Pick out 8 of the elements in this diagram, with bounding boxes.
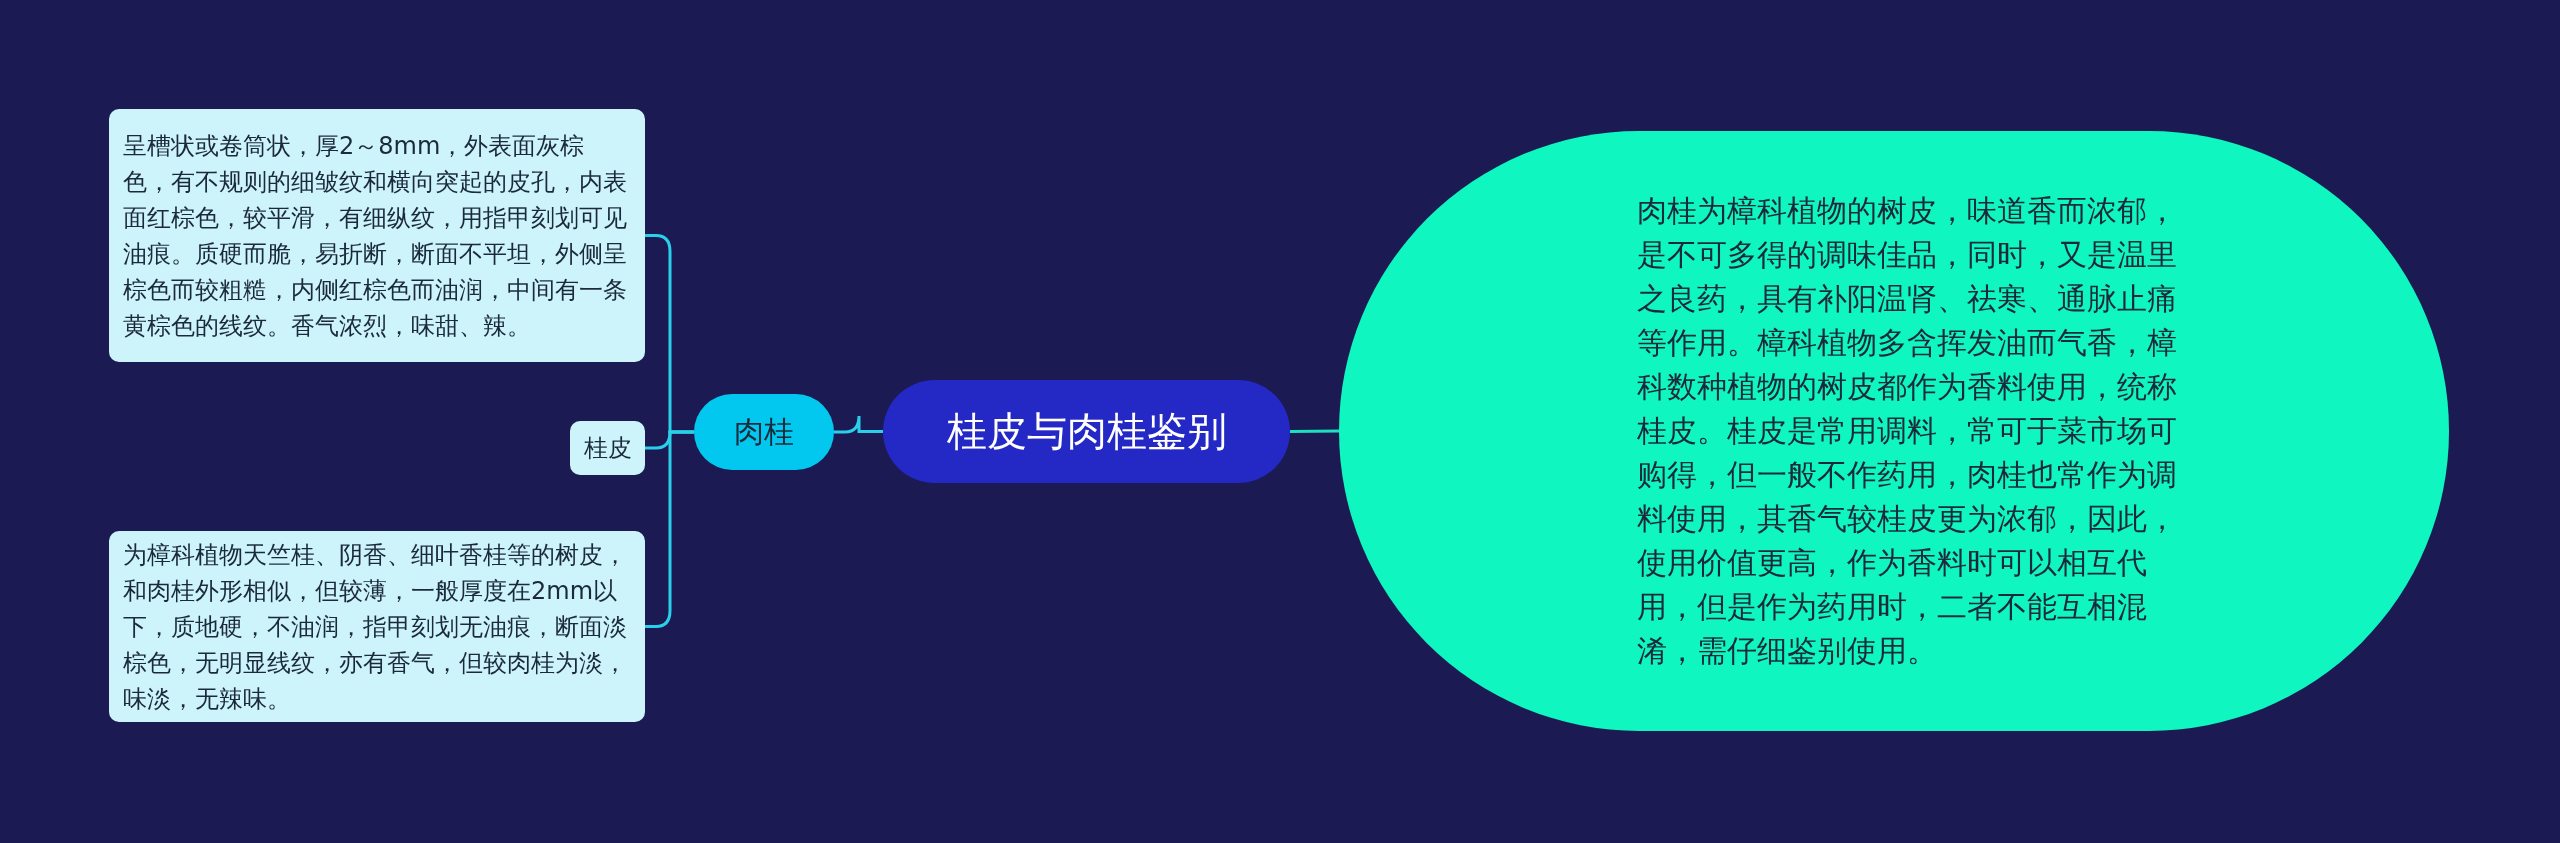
connector-line bbox=[645, 430, 694, 628]
detail-box: 呈槽状或卷筒状，厚2～8mm，外表面灰棕色，有不规则的细皱纹和横向突起的皮孔，内表面红棕色，较平滑，有细纵纹，用指甲刻划可见油痕。质硬而脆，易折断，断面不平坦，外侧呈棕色而较粗糙，内侧红棕色而油润，中间有一条黄棕色的线纹。香气浓烈，味甜、辣。 bbox=[109, 109, 645, 362]
leaf-box: 桂皮 bbox=[570, 421, 645, 475]
connector-line bbox=[834, 414, 883, 434]
detail-box: 为樟科植物天竺桂、阴香、细叶香桂等的树皮，和肉桂外形相似，但较薄，一般厚度在2mm以下，质地硬，不油润，指甲刻划无油痕，断面淡棕色，无明显线纹，亦有香气，但较肉桂为淡，味淡，无辣味。 bbox=[109, 531, 645, 722]
topic-pill: 桂皮与肉桂鉴别 bbox=[883, 380, 1290, 483]
branch-pill: 肉桂 bbox=[694, 394, 834, 470]
connector-line bbox=[1290, 429, 1339, 433]
